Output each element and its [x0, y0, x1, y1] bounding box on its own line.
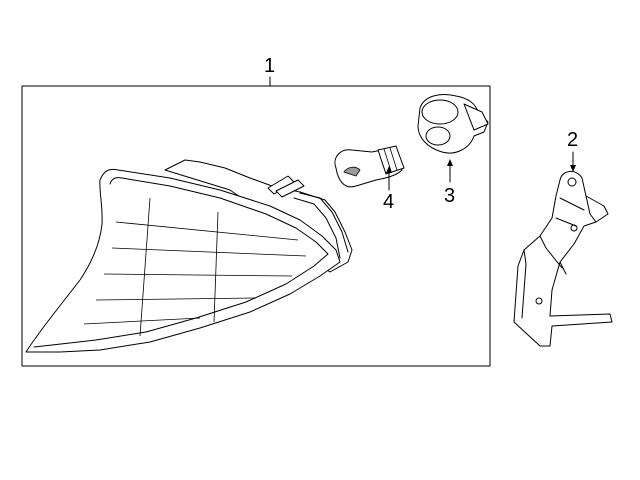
socket[interactable]	[417, 94, 489, 154]
bulb-base-ring-b	[389, 147, 398, 171]
bulb[interactable]	[334, 145, 405, 188]
callout-4-label[interactable]: 4	[383, 191, 394, 213]
bracket-body	[513, 171, 613, 347]
callout-1-label[interactable]: 1	[264, 55, 275, 77]
callout-2-label[interactable]: 2	[567, 129, 578, 151]
callout-4-arrowhead	[386, 166, 392, 173]
housing-rim	[299, 192, 349, 253]
bulb-filament-shade	[343, 166, 361, 177]
socket-core	[425, 126, 451, 146]
callout-3-label[interactable]: 3	[444, 185, 455, 207]
lamp-housing[interactable]	[25, 159, 353, 353]
bulb-base-ring-a	[383, 148, 392, 172]
assembly-frame	[21, 85, 491, 367]
bulb-base	[377, 145, 405, 175]
bracket-edge	[521, 195, 597, 319]
callout-2-arrowhead	[570, 165, 576, 172]
housing-rim-inner	[293, 197, 341, 259]
socket-lug	[463, 103, 489, 131]
mounting-stud-b	[275, 179, 305, 198]
callout-3-arrowhead	[447, 159, 453, 166]
lens-facets	[83, 197, 307, 337]
bracket[interactable]	[513, 171, 613, 347]
socket-rim	[421, 99, 459, 125]
bracket-lower-hole	[535, 297, 543, 305]
lens-outline	[25, 168, 341, 353]
bracket-mount-hole	[567, 177, 577, 187]
bracket-flange	[555, 197, 585, 227]
